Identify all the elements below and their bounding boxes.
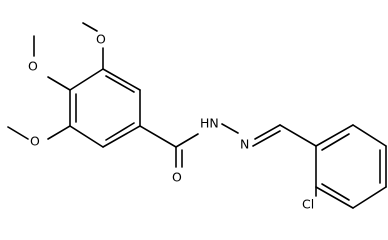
double-bond-inner bbox=[105, 122, 135, 141]
methoxy-para bbox=[33, 35, 71, 91]
bond bbox=[47, 125, 71, 140]
hydrazone-bond bbox=[221, 123, 239, 134]
bond bbox=[352, 186, 387, 209]
oxygen-label: O bbox=[30, 134, 40, 149]
methoxy-bottom bbox=[7, 125, 71, 140]
double-bond-inner bbox=[105, 75, 135, 93]
bond bbox=[315, 186, 354, 209]
n-label: N bbox=[240, 137, 249, 152]
chlorophenyl-ring bbox=[315, 124, 387, 209]
imine-bond bbox=[252, 124, 317, 147]
bond bbox=[254, 124, 281, 140]
bond bbox=[352, 124, 387, 147]
bond bbox=[102, 125, 141, 148]
nh-label: HN bbox=[200, 116, 219, 131]
chlorine-label: Cl bbox=[302, 197, 314, 212]
molecule-structure: O O O O HN N bbox=[7, 22, 387, 212]
bond bbox=[82, 22, 98, 32]
oxygen-label: O bbox=[96, 32, 106, 47]
bond bbox=[69, 68, 104, 91]
bond bbox=[221, 123, 239, 134]
methoxy-top bbox=[82, 22, 104, 70]
oxygen-label: O bbox=[172, 170, 182, 185]
bond bbox=[139, 125, 177, 148]
trimethoxyphenyl-ring bbox=[69, 68, 141, 148]
carbonyl-group bbox=[139, 125, 199, 168]
double-bond-inner bbox=[252, 130, 281, 147]
bond bbox=[47, 76, 71, 91]
bond bbox=[175, 133, 199, 148]
bond bbox=[69, 125, 104, 148]
bond bbox=[7, 126, 29, 140]
bond bbox=[315, 124, 354, 147]
bond bbox=[102, 68, 141, 91]
double-bond-inner bbox=[321, 133, 350, 151]
bond bbox=[279, 124, 317, 147]
double-bond-inner bbox=[321, 183, 350, 201]
oxygen-label: O bbox=[28, 59, 38, 74]
